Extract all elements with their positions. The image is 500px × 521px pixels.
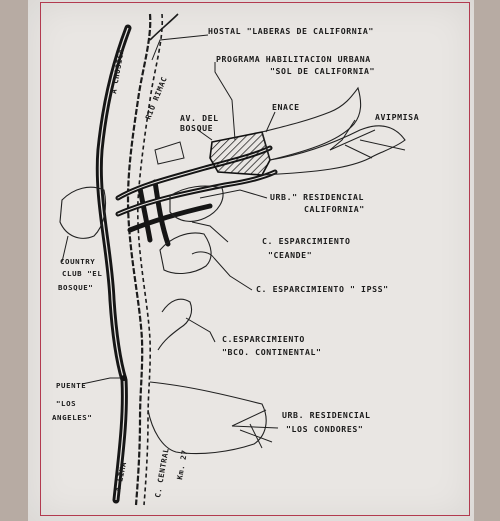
enace-area xyxy=(261,86,362,161)
ipss-area xyxy=(191,251,215,259)
label-ceande-line1: C. ESPARCIMIENTO xyxy=(262,236,350,246)
label-condores-line2: "LOS CONDORES" xyxy=(286,424,363,434)
label-c-central-line1: C. CENTRAL xyxy=(153,447,171,498)
rio-rimac-river xyxy=(126,13,152,506)
rio-rimac-river-bank xyxy=(136,13,164,506)
label-country-line2: CLUB "EL xyxy=(62,269,102,278)
country-club-area xyxy=(59,186,107,239)
label-av-del-line1: AV. DEL xyxy=(180,113,219,123)
los-condores-branches xyxy=(231,409,273,449)
label-enace: ENACE xyxy=(272,102,300,112)
los-condores-area xyxy=(147,381,267,455)
map-frame xyxy=(40,2,470,516)
label-a-lima: A LIMA xyxy=(113,461,128,493)
label-ceande-line2: "CEANDE" xyxy=(268,250,312,260)
label-hostal: HOSTAL "LABERAS DE CALIFORNIA" xyxy=(208,26,374,36)
label-ipss: C. ESPARCIMIENTO " IPSS" xyxy=(256,284,389,294)
label-bco-line2: "BCO. CONTINENTAL" xyxy=(222,347,322,357)
avipmisa-branches xyxy=(329,129,406,159)
avipmisa-area xyxy=(261,125,406,176)
label-condores-line1: URB. RESIDENCIAL xyxy=(282,410,370,420)
av-del-bosque-block xyxy=(154,141,185,165)
bco-continental-area xyxy=(157,298,193,351)
leader-lines xyxy=(61,34,356,429)
label-av-del-line2: BOSQUE xyxy=(180,123,213,133)
label-puente-line3: ANGELES" xyxy=(52,413,92,422)
label-rio-rimac: RIO RIMAC xyxy=(144,75,169,121)
label-bco-line1: C.ESPARCIMIENTO xyxy=(222,334,305,344)
label-puente-line2: "LOS xyxy=(56,399,76,408)
carretera-central-road-inner xyxy=(98,27,129,501)
label-c-central-line2: Km. 27 xyxy=(175,449,189,480)
label-country-line1: COUNTRY xyxy=(60,257,95,266)
label-puente-line1: PUENTE xyxy=(56,381,86,390)
ceande-area xyxy=(159,232,212,275)
river-upstream-branch xyxy=(149,13,179,41)
label-programa-line1: PROGRAMA HABILITACION URBANA xyxy=(216,54,371,64)
puente-marker xyxy=(121,375,127,381)
label-urb-california-line1: URB." RESIDENCIAL xyxy=(270,192,364,202)
programa-sol-de-california-area xyxy=(209,131,271,176)
label-country-line3: BOSQUE" xyxy=(58,283,93,292)
urb-california-area xyxy=(169,185,224,222)
label-avipmisa: AVIPMISA xyxy=(375,112,419,122)
label-urb-california-line2: CALIFORNIA" xyxy=(304,204,365,214)
label-programa-line2: "SOL DE CALIFORNIA" xyxy=(270,66,375,76)
